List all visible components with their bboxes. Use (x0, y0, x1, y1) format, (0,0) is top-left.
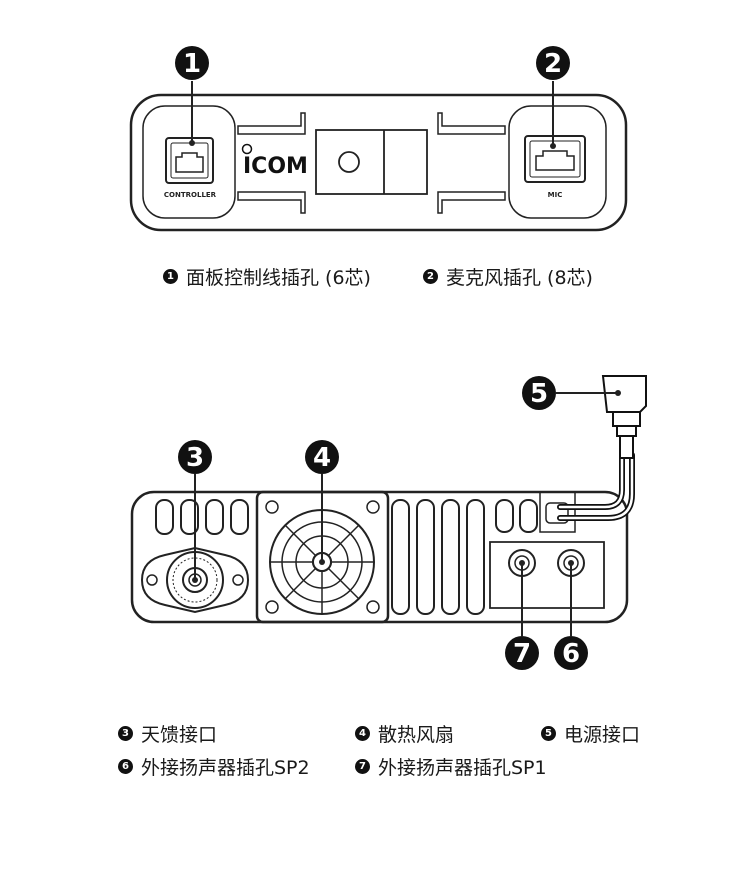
legend-text-5: 电源接口 (564, 724, 641, 746)
callout-6: 6 (554, 636, 588, 670)
speaker-jack-panel (489, 541, 605, 609)
svg-text:5: 5 (530, 379, 548, 409)
mic-label: MIC (548, 191, 563, 199)
legend-item-7: 7 外接扬声器插孔SP1 (355, 753, 547, 780)
legend-badge-1: 1 (163, 269, 178, 284)
legend-item-1: 1 面板控制线插孔 (6芯) (163, 263, 371, 290)
front-panel (129, 93, 628, 232)
left-vent-slots (155, 499, 249, 535)
icom-logo: ICOM (241, 143, 308, 179)
legend-text-4: 散热风扇 (378, 724, 455, 746)
legend-badge-4: 4 (355, 726, 370, 741)
legend-badge-7: 7 (355, 759, 370, 774)
legend-item-4: 4 散热风扇 (355, 720, 454, 747)
callout-3: 3 (178, 440, 212, 474)
brand-logo-text: ICOM (243, 154, 308, 179)
power-cable (557, 452, 635, 521)
leader-dot-1 (189, 140, 195, 146)
antenna-connector[interactable] (140, 546, 250, 614)
leader-dot-2 (550, 143, 556, 149)
controller-jack[interactable]: CONTROLLER (164, 137, 217, 199)
leader-dot-5 (615, 390, 621, 396)
legend-badge-2: 2 (423, 269, 438, 284)
power-plug (601, 375, 647, 459)
center-screw (338, 151, 360, 173)
leader-dot-4 (319, 559, 325, 565)
power-socket[interactable] (539, 491, 576, 533)
controller-label: CONTROLLER (164, 191, 217, 199)
legend-item-2: 2 麦克风插孔 (8芯) (423, 263, 593, 290)
right-vent-slots (391, 499, 538, 615)
svg-text:4: 4 (313, 443, 331, 473)
callout-1: 1 (175, 46, 209, 80)
svg-text:3: 3 (186, 443, 204, 473)
legend-text-2: 麦克风插孔 (8芯) (446, 267, 593, 289)
leader-dot-6 (568, 560, 574, 566)
callout-4: 4 (305, 440, 339, 474)
callout-7: 7 (505, 636, 539, 670)
legend-badge-6: 6 (118, 759, 133, 774)
leader-dot-3 (192, 577, 198, 583)
legend-text-6: 外接扬声器插孔SP2 (141, 757, 310, 779)
legend-item-5: 5 电源接口 (541, 720, 640, 747)
svg-text:6: 6 (562, 639, 580, 669)
svg-text:2: 2 (544, 49, 562, 79)
svg-text:1: 1 (183, 49, 201, 79)
legend-item-3: 3 天馈接口 (118, 720, 217, 747)
legend-text-3: 天馈接口 (141, 724, 218, 746)
leader-dot-7 (519, 560, 525, 566)
rear-panel (130, 490, 629, 624)
legend-text-1: 面板控制线插孔 (6芯) (186, 267, 371, 289)
legend-text-7: 外接扬声器插孔SP1 (378, 757, 547, 779)
mic-jack[interactable]: MIC (524, 135, 586, 199)
legend-item-6: 6 外接扬声器插孔SP2 (118, 753, 310, 780)
svg-text:7: 7 (513, 639, 531, 669)
legend-badge-3: 3 (118, 726, 133, 741)
callout-2: 2 (536, 46, 570, 80)
legend-badge-5: 5 (541, 726, 556, 741)
callout-5: 5 (522, 376, 556, 410)
